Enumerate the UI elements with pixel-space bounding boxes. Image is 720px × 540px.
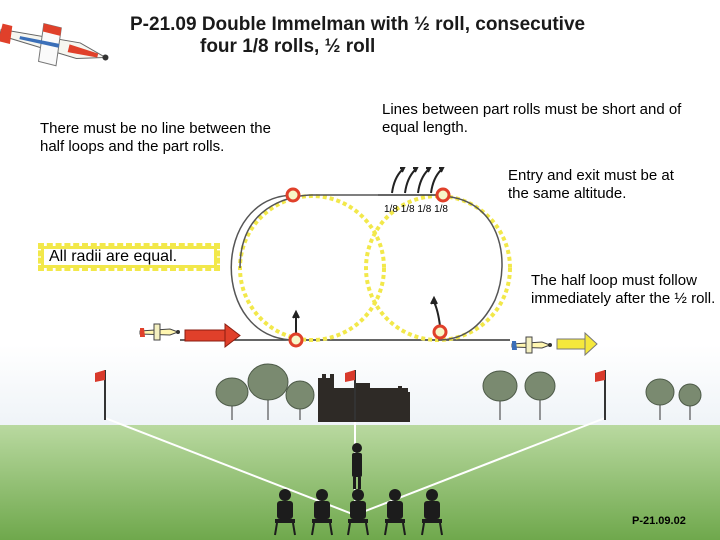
tree-icon xyxy=(482,370,518,420)
left-loop-circle xyxy=(238,194,386,342)
top-path-left xyxy=(239,194,378,269)
roll-marker xyxy=(432,324,448,340)
flight-path xyxy=(180,194,512,342)
roll-arrow-icon xyxy=(391,169,403,194)
roll-arrow-icon xyxy=(430,169,442,194)
center-judge-icon xyxy=(352,443,362,489)
note-no-line: There must be no line between the half l… xyxy=(40,120,271,155)
castle-silhouette xyxy=(318,374,410,422)
tree-icon xyxy=(678,383,702,420)
title-line-1: P-21.09 Double Immelman with ½ roll, con… xyxy=(130,14,586,35)
roll-arrow-icon xyxy=(433,301,441,327)
roll-marker xyxy=(435,187,451,203)
entry-plane-icon xyxy=(139,323,180,341)
roll-label: 1/8 xyxy=(384,204,398,215)
part-roll-arrows xyxy=(292,167,445,338)
title-line-2: four 1/8 rolls, ½ roll xyxy=(200,36,376,57)
roll-marker xyxy=(285,187,301,203)
roll-label: 1/8 xyxy=(400,204,415,215)
flag-left xyxy=(95,370,106,420)
figure-title: P-21.09 Double Immelman with ½ roll, con… xyxy=(130,14,650,58)
note-lines-between: Lines between part rolls must be short a… xyxy=(382,101,682,136)
roll-labels-group: 1/8 1/8 1/8 1/8 xyxy=(384,204,454,215)
note-entry-exit: Entry and exit must be at the same altit… xyxy=(508,167,674,202)
roll-label: 1/8 xyxy=(417,204,432,215)
tree-icon xyxy=(645,378,675,420)
note-radii: All radii are equal. xyxy=(49,248,178,265)
note-half-loop: The half loop must follow immediately af… xyxy=(531,272,716,307)
exit-arrow-icon xyxy=(556,331,598,357)
flag-right xyxy=(595,370,606,420)
judges-silhouettes xyxy=(274,489,443,536)
left-half-loop-outline xyxy=(230,194,296,341)
tree-icon xyxy=(524,371,556,420)
tree-icon xyxy=(285,380,315,420)
roll-arrow-icon xyxy=(417,169,429,194)
roll-markers xyxy=(285,187,451,348)
roll-label: 1/8 xyxy=(434,204,448,215)
flag-center xyxy=(345,370,356,420)
exit-plane-icon xyxy=(511,336,552,354)
footer-code: P-21.09.02 xyxy=(632,515,686,527)
aerobatic-plane-icon xyxy=(0,22,109,67)
roll-arrow-icon xyxy=(404,169,416,194)
entry-arrow-icon xyxy=(184,322,241,349)
right-half-loop-outline xyxy=(437,195,503,341)
trees xyxy=(215,363,702,420)
note-radii-box: All radii are equal. xyxy=(38,243,220,271)
roll-marker xyxy=(288,332,304,348)
tree-icon xyxy=(215,377,249,420)
tree-icon xyxy=(247,363,289,420)
